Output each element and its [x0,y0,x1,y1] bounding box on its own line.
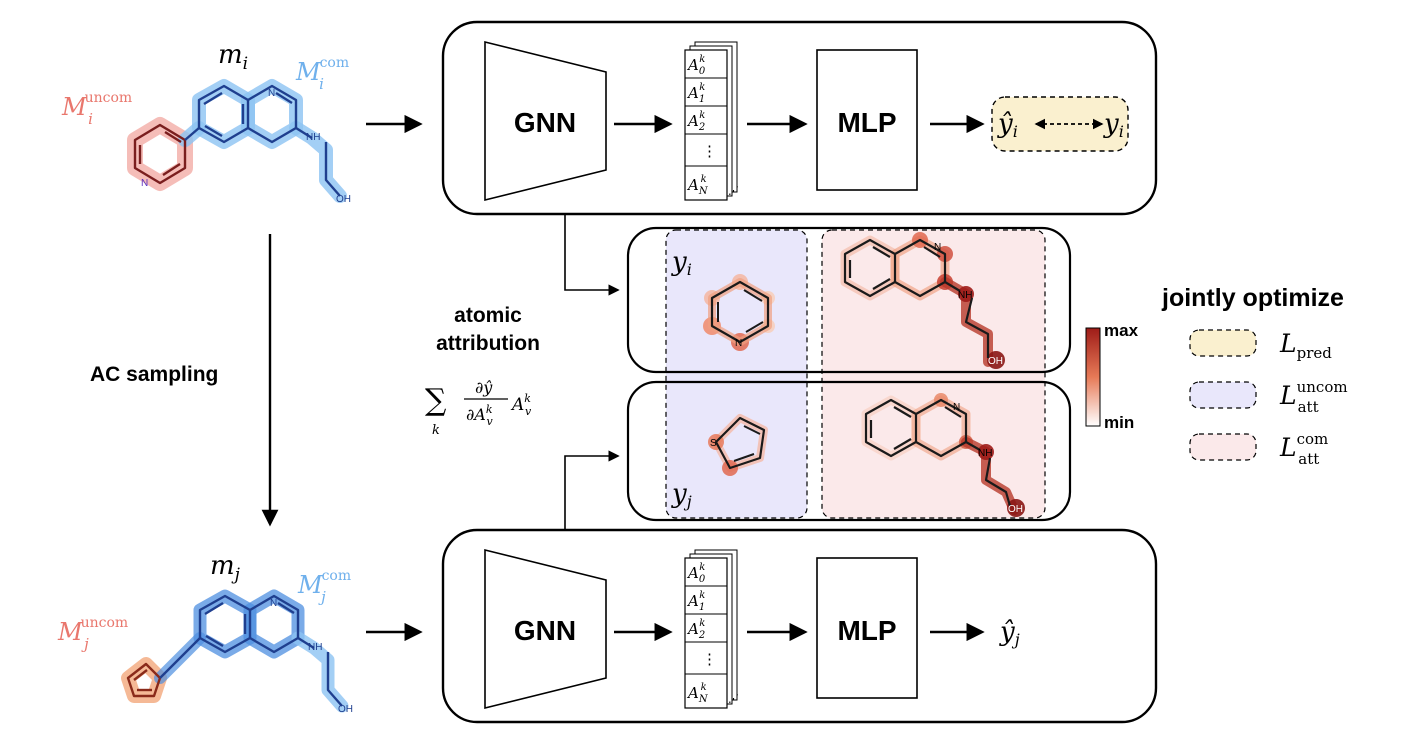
pipeline-top-gnn-block [484,40,607,202]
pipeline-bottom-activation-stack: A0k A1k A2k ⋮ ANk ⋰ [684,549,739,709]
molecule-j-atom-oh: OH [338,704,353,715]
molecule-i-atom-n-core: N [268,88,275,99]
attr-bottom-atom-oh: OH [1008,504,1023,515]
formula-sum-sub: k [432,423,440,438]
molecule-i-atom-oh: OH [336,194,351,205]
attribution-thiophene: S [708,414,768,476]
colorbar-min-label: min [1104,413,1134,432]
com-attribution-region [821,229,1046,519]
molecule-j-bonds [126,594,343,707]
activation-ellipsis-bottom: ⋮ [702,650,717,668]
molecule-i-name: mi [218,40,248,74]
formula-sum: ∑ [425,383,447,418]
connector-top-to-attribution [564,214,620,296]
attribution-atom-s: S [710,438,717,449]
formula-numerator: ∂ŷ [475,378,493,397]
molecule-i-bonds [133,84,341,197]
activation-a1-top: A1k [686,82,705,105]
pipeline-bottom-mlp-label: MLP [837,615,896,646]
legend-pred-label: Lpred [1279,329,1332,362]
attribution-scaffold-bottom: N NH OH [861,393,1025,517]
pipeline-top: GNN A0k A1k A2k ⋮ ANk ⋰ MLP ŷi yi [441,20,1158,216]
activation-a2-bottom: A2k [686,618,705,641]
pipeline-top-activation-stack: A0k A1k A2k ⋮ ANk ⋰ [684,41,739,201]
molecule-j-atom-nh: NH [308,642,322,653]
legend-com-swatch [1189,433,1257,461]
attr-top-atom-n: N [934,242,941,253]
pred-yhat-i: ŷi [997,109,1018,141]
activation-a2-top: A2k [686,110,705,133]
activation-a0-bottom: A0k [686,562,706,585]
activation-ellipsis-top: ⋮ [702,142,717,160]
molecule-j-atom-n-core: N [270,598,277,609]
attr-bottom-atom-nh: NH [978,448,992,459]
ac-sampling-label: AC sampling [90,363,218,386]
attr-top-atom-oh: OH [988,356,1003,367]
activation-stack-dots-top: ⋰ [728,184,739,197]
pred-yhat-j: ŷj [999,617,1020,649]
pipeline-bottom-mlp-block [816,557,918,699]
attribution-panel-top [626,226,1072,374]
activation-an-bottom: ANk [686,682,709,705]
activation-stack-dots-bottom: ⋰ [728,692,739,705]
attribution-line1: atomic [454,304,522,327]
colorbar-max-label: max [1104,321,1139,340]
colorbar-gradient [1085,327,1101,427]
attr-top-atom-nh: NH [958,290,972,301]
heat-colorbar: max min [1085,321,1139,432]
connector-bottom-to-attribution [564,450,620,530]
activation-a1-bottom: A1k [686,590,705,613]
attribution-label-y-j: yj [671,479,692,511]
pipeline-top-mlp-block [816,49,918,191]
activation-a0-top: A0k [686,54,706,77]
pipeline-bottom: GNN A0k A1k A2k ⋮ ANk ⋰ MLP ŷj [441,528,1158,724]
pipeline-bottom-gnn-block [484,548,607,710]
pipeline-bottom-gnn-label: GNN [514,615,576,646]
legend-pred-swatch [1189,329,1257,357]
pipeline-top-mlp-label: MLP [837,107,896,138]
attribution-panel-bottom [626,380,1072,522]
legend-title: jointly optimize [1161,284,1344,312]
activation-an-top: ANk [686,174,709,197]
molecule-i-atom-nh: NH [306,132,320,143]
target-y-i: yi [1103,109,1124,141]
attr-bottom-atom-n: N [953,402,960,413]
molecule-j-name: mj [210,551,241,585]
legend-uncom-swatch [1189,381,1257,409]
attribution-line2: attribution [436,332,540,355]
attribution-atom-n: N [735,338,742,349]
attribution-pyridine: N [703,274,775,351]
molecule-i-atom-n-ring: N [141,178,148,189]
attribution-panels: yi yj N S [626,226,1072,522]
attribution-label-y-i: yi [671,247,692,279]
attribution-scaffold-top: N NH OH [840,232,1005,369]
pipeline-top-gnn-label: GNN [514,107,576,138]
